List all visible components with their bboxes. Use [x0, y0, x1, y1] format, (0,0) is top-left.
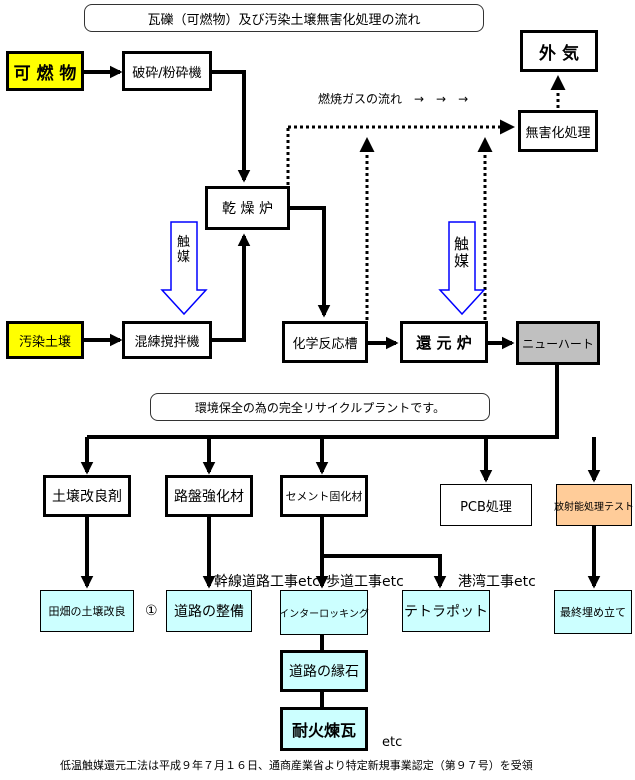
catalyst-arrow-right-shape	[438, 221, 486, 316]
node-mixer: 混練撹拌機	[122, 321, 212, 359]
node-road-maintenance: 道路の整備	[166, 590, 252, 632]
node-roadbed-label: 路盤強化材	[174, 489, 244, 505]
node-reduction-furnace: 還 元 炉	[400, 321, 488, 363]
plant-subtitle: 環境保全の為の完全リサイクルプラントです。	[150, 393, 490, 421]
node-landfill-label: 最終埋め立て	[560, 606, 626, 619]
node-harmless: 無害化処理	[518, 110, 598, 152]
node-firebrick: 耐火煉瓦	[280, 707, 368, 751]
node-tetrapod: テトラポット	[402, 590, 490, 632]
catalyst-right-label: 触 媒	[454, 235, 470, 271]
arrow-dryer-reactor	[290, 206, 331, 318]
node-interlocking-label: インターロッキング	[279, 609, 369, 620]
label-harbor: 港湾工事etc	[458, 574, 536, 590]
arrow-mixer-dryer	[212, 233, 251, 342]
node-dryer-label: 乾 燥 炉	[222, 201, 273, 217]
catalyst-left-char-2: 媒	[177, 249, 191, 265]
label-sidewalk: 歩道工事etc	[326, 574, 404, 590]
node-road-maintenance-label: 道路の整備	[174, 604, 244, 620]
node-dryer: 乾 燥 炉	[205, 186, 290, 230]
node-tetrapod-label: テトラポット	[404, 604, 488, 620]
node-radioactive: 放射能処理テスト	[554, 484, 634, 526]
label-circle-one: ①	[145, 603, 158, 619]
catalyst-right-char-1: 触	[454, 235, 470, 253]
node-curb-label: 道路の縁石	[289, 664, 359, 680]
node-new-heart-label: ニューハート	[522, 336, 594, 351]
node-cement: セメント固化材	[280, 475, 368, 517]
node-farmland: 田畑の土壌改良	[40, 590, 134, 632]
node-roadbed: 路盤強化材	[165, 475, 253, 517]
node-outside-air: 外 気	[520, 30, 598, 72]
node-chem-reactor-label: 化学反応槽	[292, 336, 358, 352]
catalyst-left-label: 触 媒	[177, 235, 191, 266]
node-combustible: 可 燃 物	[6, 51, 84, 91]
node-crusher-label: 破砕/粉砕機	[132, 65, 202, 81]
node-farmland-label: 田畑の土壌改良	[48, 605, 126, 618]
plant-subtitle-text: 環境保全の為の完全リサイクルプラントです。	[194, 400, 446, 415]
distribution-line	[87, 365, 559, 439]
node-pcb: PCB処理	[440, 484, 532, 526]
node-pcb-label: PCB処理	[460, 499, 512, 515]
node-firebrick-label: 耐火煉瓦	[291, 721, 356, 740]
node-reduction-furnace-label: 還 元 炉	[416, 333, 472, 352]
node-combustible-label: 可 燃 物	[13, 63, 77, 84]
node-outside-air-label: 外 気	[539, 43, 579, 64]
footer-note: 低温触媒還元工法は平成９年７月１６日、通商産業省より特定新規事業認定（第９７号）…	[60, 759, 533, 772]
node-soil-improver: 土壌改良剤	[43, 475, 131, 517]
node-contaminated-soil-label: 汚染土壌	[18, 334, 71, 350]
catalyst-right-char-2: 媒	[454, 252, 470, 271]
node-chem-reactor: 化学反応槽	[282, 321, 368, 363]
node-soil-improver-label: 土壌改良剤	[52, 489, 122, 505]
catalyst-left-char-1: 触	[177, 235, 191, 250]
arrow-crusher-dryer	[212, 70, 251, 183]
node-contaminated-soil: 汚染土壌	[6, 321, 84, 359]
diagram-title-text: 瓦礫（可燃物）及び汚染土壌無害化処理の流れ	[147, 12, 421, 28]
node-landfill: 最終埋め立て	[554, 590, 632, 634]
label-highway: 幹線道路工事etc	[214, 574, 320, 590]
diagram-title: 瓦礫（可燃物）及び汚染土壌無害化処理の流れ	[84, 4, 484, 32]
node-curb: 道路の縁石	[280, 650, 368, 692]
arrow-to-tetrapod	[322, 554, 447, 589]
catalyst-arrow-left-shape	[160, 221, 208, 316]
node-mixer-label: 混練撹拌機	[134, 334, 200, 350]
node-harmless-label: 無害化処理	[525, 125, 591, 141]
label-etc: etc	[382, 735, 403, 750]
node-new-heart: ニューハート	[516, 321, 600, 365]
node-interlocking: インターロッキング	[279, 590, 369, 635]
node-radioactive-label: 放射能処理テスト	[554, 501, 634, 513]
gas-flow-label: 燃焼ガスの流れ → → →	[318, 92, 469, 106]
node-cement-label: セメント固化材	[285, 490, 363, 503]
node-crusher: 破砕/粉砕機	[122, 51, 212, 91]
